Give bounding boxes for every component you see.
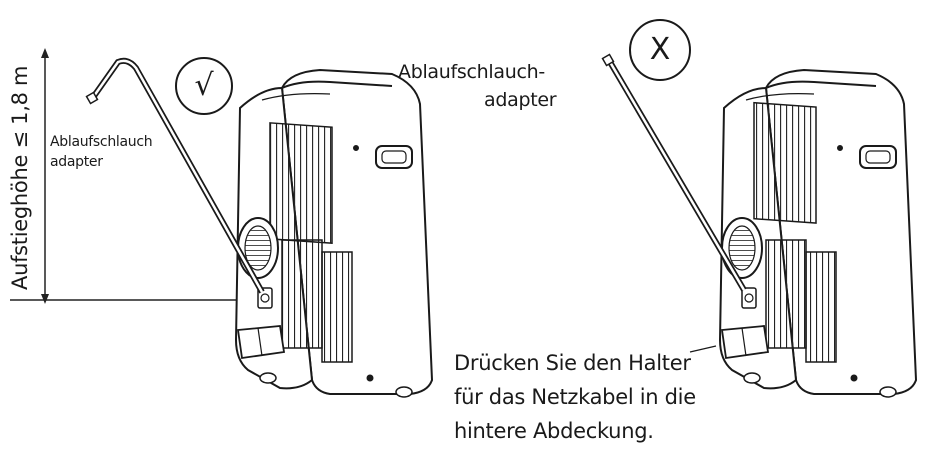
instruction-pointer [689, 345, 717, 353]
instruction-line-1: Drücken Sie den Halter [454, 351, 691, 375]
wrong-mark: X [649, 32, 671, 67]
correct-mark: √ [194, 68, 214, 103]
ac-unit-right [718, 68, 918, 398]
instruction-line-3: hintere Abdeckung. [454, 419, 654, 443]
wrong-circle [629, 19, 691, 81]
hose-adapter-label-left-2: adapter [50, 154, 103, 170]
height-label: Aufstieghöhe ≤ 1,8 m [8, 65, 32, 290]
ac-unit-left [234, 68, 434, 398]
height-dimension [10, 48, 255, 304]
drain-hose-left [85, 57, 265, 294]
hose-adapter-label-left-1: Ablaufschlauch [50, 134, 153, 150]
correct-circle [175, 57, 233, 115]
hose-adapter-label-right-2: adapter [484, 89, 557, 111]
drain-hose-right [601, 53, 747, 292]
hose-adapter-label-right-1: Ablaufschlauch- [398, 61, 545, 83]
instruction-line-2: für das Netzkabel in die [454, 385, 696, 409]
